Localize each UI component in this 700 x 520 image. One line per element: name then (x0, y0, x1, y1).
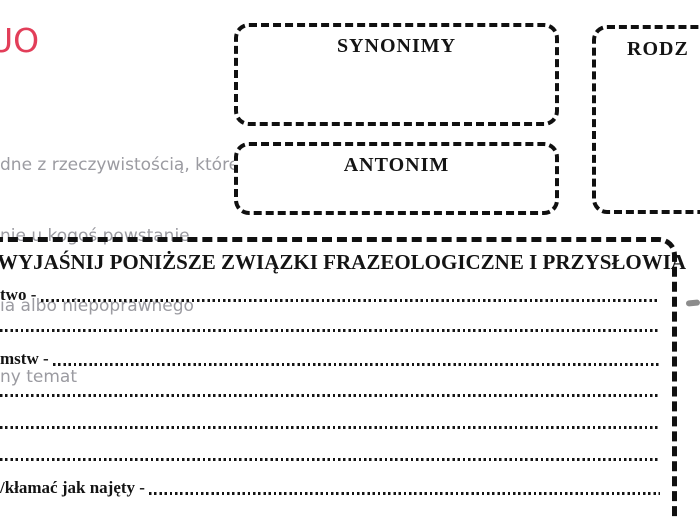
exercise-heading: WYJAŚNIJ PONIŻSZE ZWIĄZKI FRAZEOLOGICZNE… (0, 250, 687, 274)
dotted-blank (149, 492, 660, 495)
answer-line: mstw - (0, 350, 660, 367)
definition-line: dne z rzeczywistością, które (0, 155, 240, 175)
types-box-label: RODZ (627, 38, 689, 60)
synonyms-box-label: SYNONIMY (336, 35, 457, 57)
dotted-blank (0, 394, 660, 397)
types-box: RODZ (592, 25, 700, 214)
answer-line: two - (0, 286, 660, 303)
answer-line: /kłamać jak najęty - (0, 479, 660, 496)
antonym-box-label: ANTONIM (343, 154, 450, 176)
gray-arrow-icon (685, 299, 700, 307)
answer-line-label: two - (0, 285, 41, 304)
page-title-fragment: UO (0, 21, 40, 60)
dotted-blank (40, 299, 660, 302)
dotted-blank (0, 329, 660, 332)
exercise-box (0, 237, 677, 520)
dotted-blank (0, 458, 660, 461)
synonyms-box: SYNONIMY (234, 23, 559, 126)
antonym-box: ANTONIM (234, 142, 559, 215)
answer-line-label: mstw - (0, 349, 53, 368)
answer-line-label: /kłamać jak najęty - (0, 478, 150, 497)
dotted-blank (0, 426, 660, 429)
definition-line: ny temat (0, 366, 78, 387)
dotted-blank (52, 363, 660, 366)
